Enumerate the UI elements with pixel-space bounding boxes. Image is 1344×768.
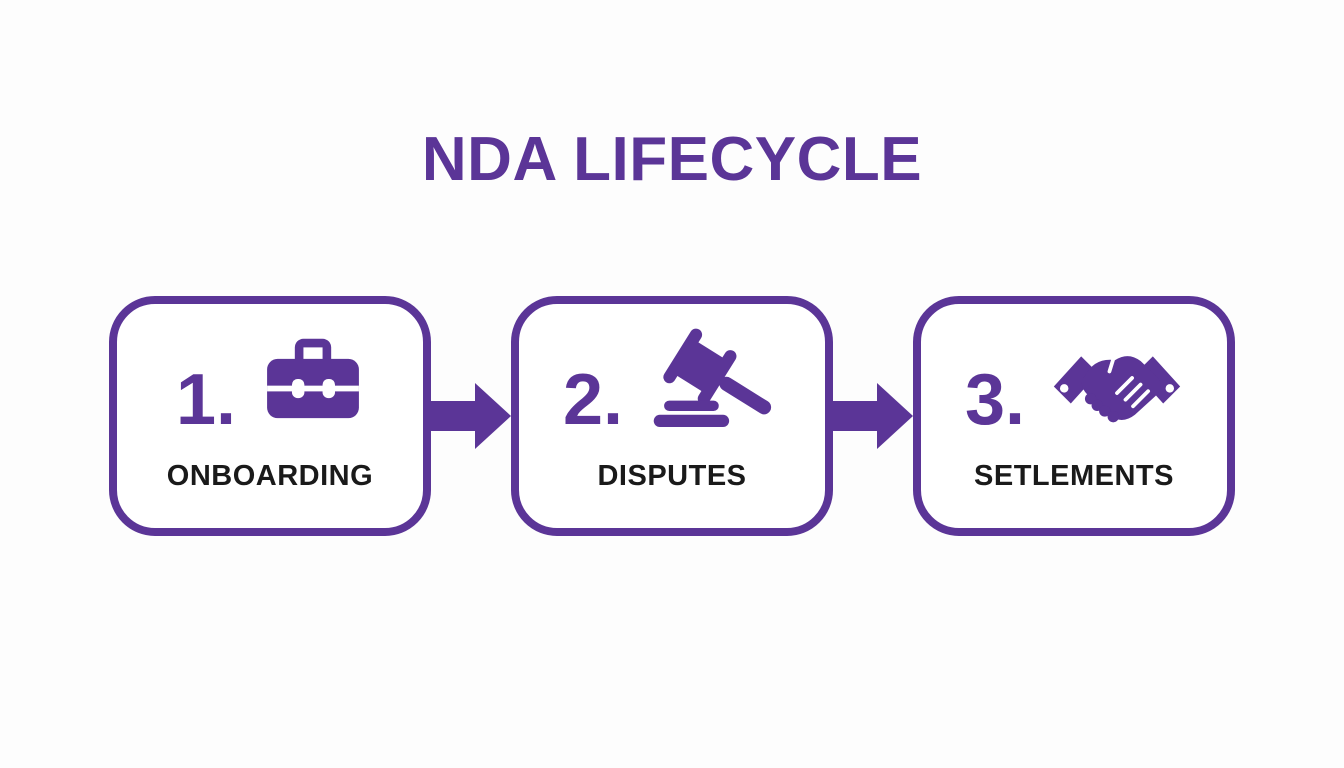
page-title: NDA LIFECYCLE	[421, 125, 923, 194]
briefcase-icon	[262, 334, 364, 422]
step-box-setlements: 3.	[913, 295, 1235, 536]
step-top-row: 2.	[563, 326, 781, 436]
step-box-onboarding: 1. ONBOARDING	[109, 295, 431, 536]
flow-row: 1. ONBOARDING	[0, 295, 1344, 536]
step-number: 2.	[562, 359, 624, 440]
gavel-icon	[649, 327, 781, 429]
arrow-right-icon	[833, 378, 913, 454]
step-label: DISPUTES	[597, 459, 747, 492]
handshake-icon	[1051, 328, 1183, 428]
arrow-right-icon	[431, 378, 511, 454]
step-top-row: 1.	[176, 326, 364, 436]
step-number: 3.	[964, 359, 1026, 440]
step-label: SETLEMENTS	[974, 459, 1174, 492]
step-box-disputes: 2.	[511, 295, 833, 536]
step-top-row: 3.	[965, 326, 1183, 436]
step-number: 1.	[175, 359, 237, 440]
step-label: ONBOARDING	[166, 459, 374, 492]
